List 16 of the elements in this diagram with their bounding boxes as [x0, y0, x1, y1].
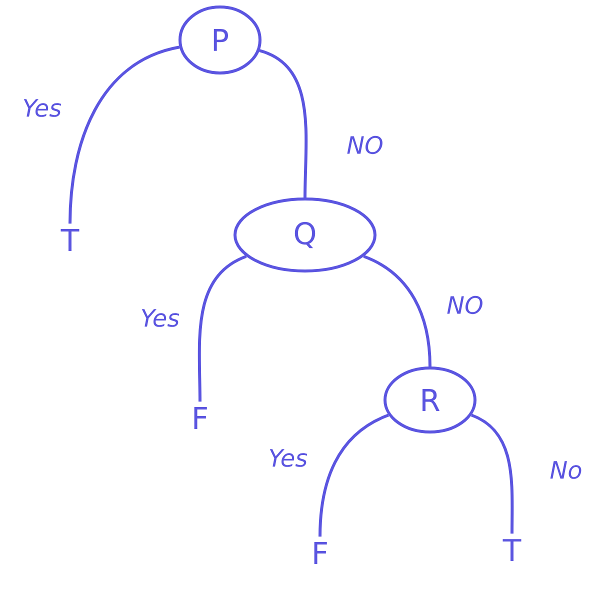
edge-label: Yes	[270, 449, 308, 467]
branch-line	[68, 46, 180, 224]
edge-label: NO	[347, 136, 382, 154]
edge-label: NO	[447, 296, 482, 314]
edge-label: Yes	[142, 309, 180, 327]
branch-line	[198, 255, 247, 402]
branch-line	[258, 49, 308, 198]
edge-label: No	[550, 461, 582, 479]
edge-label: Yes	[24, 99, 62, 117]
branch-line	[470, 414, 514, 534]
leaf-label: T	[60, 229, 80, 251]
branch-line	[363, 255, 432, 367]
leaf-label: T	[502, 539, 522, 561]
branch-line	[318, 414, 390, 537]
leaf-label: F	[314, 542, 327, 564]
leaf-label: F	[194, 407, 207, 429]
